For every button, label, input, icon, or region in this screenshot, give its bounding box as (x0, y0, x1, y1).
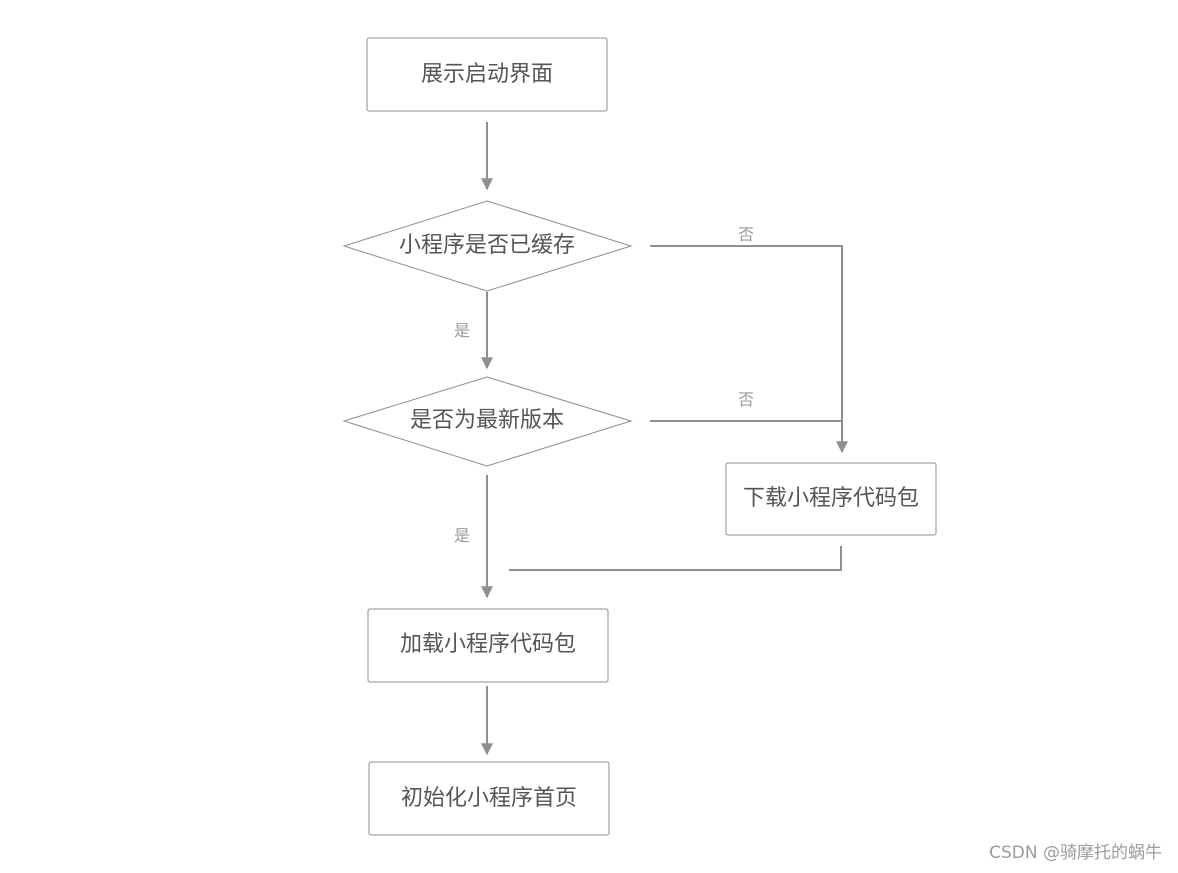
edge-label-cached-yes: 是 (454, 321, 470, 340)
watermark: CSDN @骑摩托的蜗牛 (989, 843, 1162, 863)
node-show-splash-label: 展示启动界面 (421, 62, 553, 87)
node-load-package: 加载小程序代码包 (367, 608, 609, 683)
node-load-package-label: 加载小程序代码包 (400, 632, 576, 657)
node-download-package-label: 下载小程序代码包 (743, 486, 919, 511)
decision-is-cached-label: 小程序是否已缓存 (399, 233, 575, 258)
node-init-homepage-label: 初始化小程序首页 (401, 786, 577, 811)
decision-is-cached: 小程序是否已缓存 (342, 200, 633, 292)
edge-cached-no (650, 245, 843, 421)
edge-latest-no (650, 420, 848, 454)
node-show-splash: 展示启动界面 (366, 37, 608, 112)
node-download-package: 下载小程序代码包 (725, 462, 937, 536)
edge-label-latest-yes: 是 (454, 526, 470, 545)
node-init-homepage: 初始化小程序首页 (368, 761, 610, 836)
edge-label-cached-no: 否 (738, 225, 754, 244)
decision-is-latest-label: 是否为最新版本 (410, 408, 564, 433)
edges (481, 122, 848, 756)
decision-is-latest: 是否为最新版本 (342, 376, 633, 467)
edge-label-latest-no: 否 (738, 390, 754, 409)
edge-download-to-load (509, 546, 842, 571)
